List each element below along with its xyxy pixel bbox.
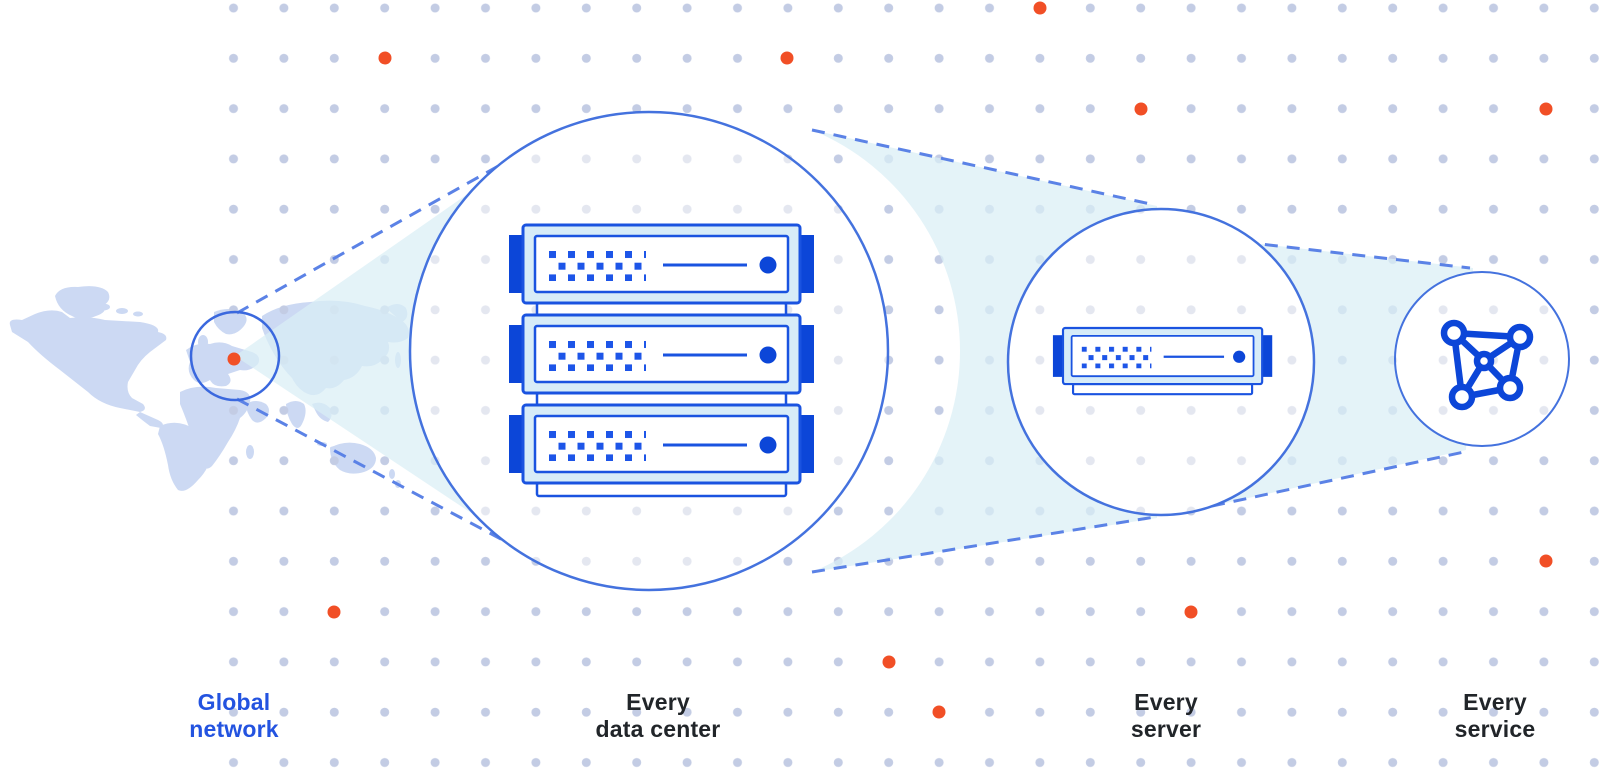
network-mesh-icon xyxy=(1440,319,1534,411)
accent-dots xyxy=(327,1,1553,719)
accent-dot xyxy=(882,655,896,669)
location-marker-dot xyxy=(227,352,241,366)
server-circle xyxy=(1006,207,1316,517)
label-every-server: Every server xyxy=(1131,689,1201,742)
region-circle xyxy=(189,310,281,402)
accent-dot xyxy=(1184,605,1198,619)
accent-dot xyxy=(327,605,341,619)
server-unit xyxy=(507,403,816,485)
accent-dot xyxy=(780,51,794,65)
dashed-connector-a-bottom xyxy=(236,397,549,566)
accent-dot xyxy=(378,51,392,65)
label-every-service: Every service xyxy=(1455,689,1536,742)
dashed-connector-b-bottom xyxy=(811,515,1156,574)
map-north-america xyxy=(9,310,167,412)
beam-server-to-service xyxy=(1212,242,1473,506)
label-line: Every xyxy=(626,689,690,715)
accent-dot xyxy=(1539,554,1553,568)
label-line: Every xyxy=(1134,689,1198,715)
single-server-icon xyxy=(1051,326,1274,396)
service-circle xyxy=(1394,271,1570,447)
dashed-connector-b-top xyxy=(811,128,1156,207)
accent-dot xyxy=(1134,102,1148,116)
label-line: Every xyxy=(1463,689,1527,715)
label-line: server xyxy=(1130,715,1202,742)
dashed-connector-c-top xyxy=(1242,240,1471,270)
mesh-node-center xyxy=(1473,350,1495,372)
accent-dot xyxy=(1539,102,1553,116)
mesh-node xyxy=(1506,323,1534,351)
server-unit xyxy=(507,223,816,305)
server-base-bar xyxy=(1071,383,1254,396)
mesh-node xyxy=(1496,374,1524,402)
mesh-node xyxy=(1448,383,1476,411)
zoom-circles-stroke xyxy=(189,110,1570,592)
label-global-network: Global network xyxy=(189,689,279,742)
map-central-america xyxy=(136,412,163,428)
server-base-bar xyxy=(535,481,788,498)
server-unit xyxy=(1051,326,1274,386)
accent-dot xyxy=(1033,1,1047,15)
mesh-node xyxy=(1440,319,1468,347)
server-unit xyxy=(507,313,816,395)
map-greenland xyxy=(55,286,110,319)
datacenter-circle xyxy=(408,110,890,592)
label-line: Global xyxy=(197,689,271,715)
label-line: service xyxy=(1454,715,1536,742)
accent-dot xyxy=(932,705,946,719)
server-rack-icon xyxy=(507,223,816,498)
label-every-data-center: Every data center xyxy=(596,689,721,742)
label-line: data center xyxy=(595,715,721,742)
label-line: network xyxy=(189,715,279,742)
